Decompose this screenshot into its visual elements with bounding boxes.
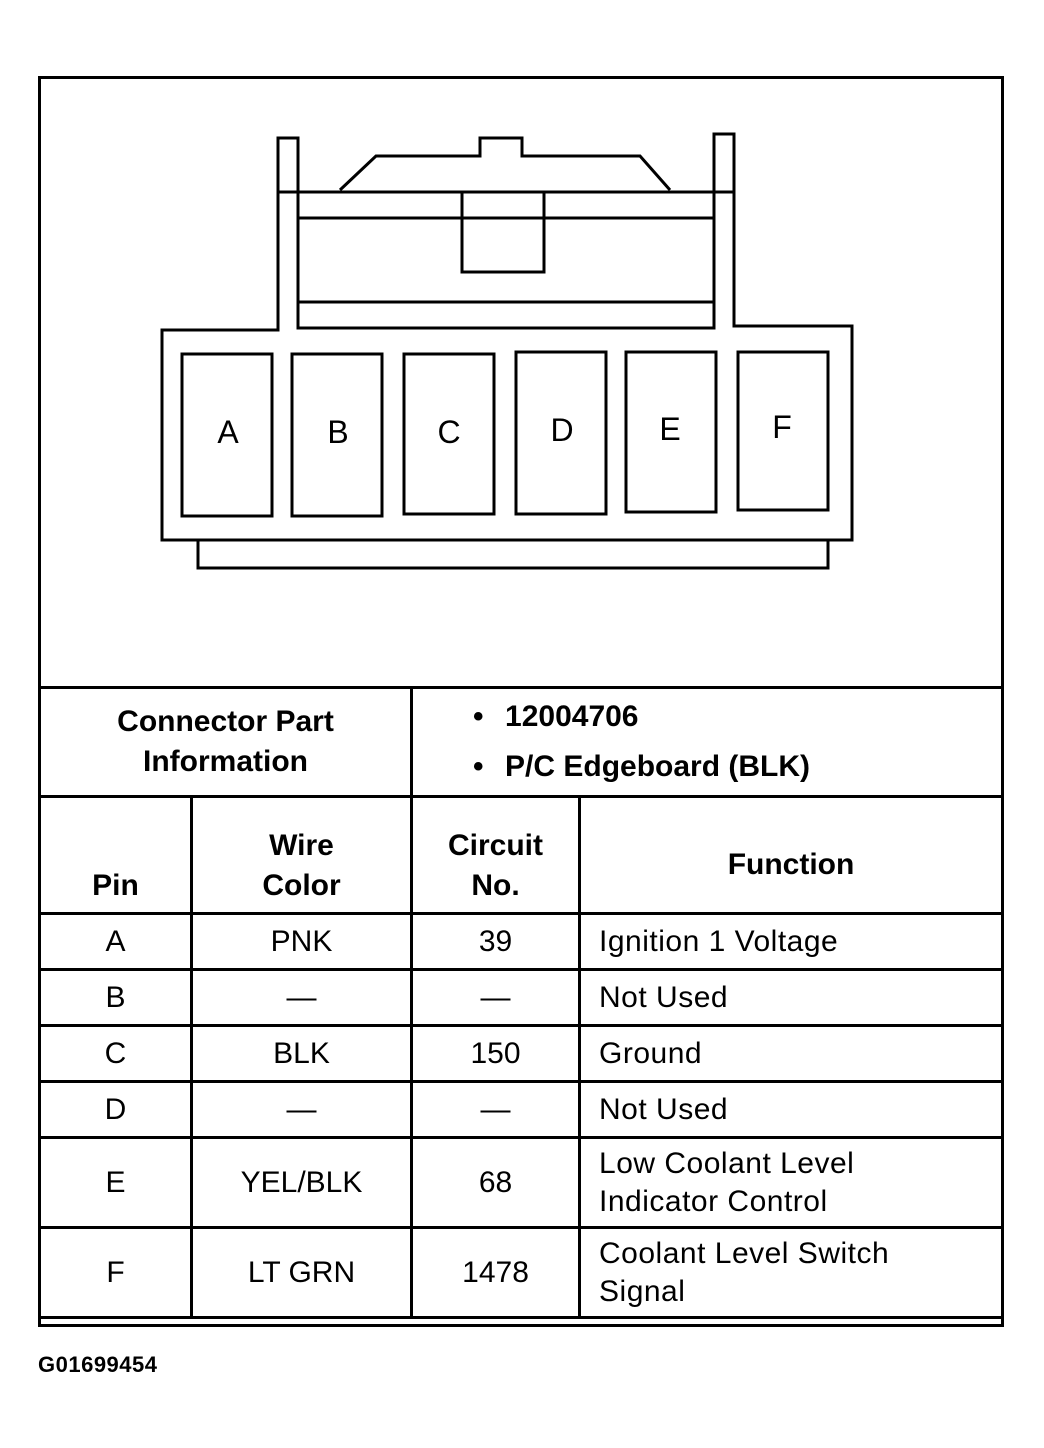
- pin-label-e: E: [659, 411, 680, 447]
- cell-function: Ground: [578, 1024, 1004, 1083]
- cell-wire-color: BLK: [189, 1024, 414, 1083]
- cell-function: Not Used: [578, 968, 1004, 1027]
- cell-function: Ignition 1 Voltage: [578, 912, 1004, 971]
- connector-info-table: Connector Part Information •12004706 •P/…: [37, 686, 1004, 1319]
- cell-wire-color: —: [189, 968, 414, 1027]
- cell-pin: D: [38, 1080, 193, 1139]
- cell-circuit: —: [410, 968, 582, 1027]
- table-header-row: Pin Wire Color Circuit No. Function: [38, 795, 1004, 915]
- table-row: C BLK 150 Ground: [38, 1024, 1004, 1083]
- table-row: E YEL/BLK 68 Low Coolant Level Indicator…: [38, 1136, 1004, 1229]
- part-info-row: Connector Part Information •12004706 •P/…: [37, 686, 1004, 798]
- header-circuit-no: Circuit No.: [410, 795, 582, 915]
- header-pin: Pin: [38, 795, 193, 915]
- table-row: B — — Not Used: [38, 968, 1004, 1027]
- table-row: A PNK 39 Ignition 1 Voltage: [38, 912, 1004, 971]
- cell-circuit: 68: [410, 1136, 582, 1229]
- pin-label-c: C: [437, 414, 460, 450]
- table-row: F LT GRN 1478 Coolant Level Switch Signa…: [38, 1226, 1004, 1319]
- cell-function: Low Coolant Level Indicator Control: [578, 1136, 1004, 1229]
- pin-label-a: A: [217, 414, 239, 450]
- cell-pin: C: [38, 1024, 193, 1083]
- pin-label-b: B: [327, 414, 348, 450]
- cell-circuit: 1478: [410, 1226, 582, 1319]
- part-description: •P/C Edgeboard (BLK): [473, 750, 811, 783]
- connector-lock-tab: [338, 136, 672, 192]
- cell-wire-color: LT GRN: [189, 1226, 414, 1319]
- cell-circuit: —: [410, 1080, 582, 1139]
- header-function: Function: [578, 795, 1004, 915]
- pin-label-d: D: [550, 412, 573, 448]
- cell-wire-color: YEL/BLK: [189, 1136, 414, 1229]
- cell-circuit: 39: [410, 912, 582, 971]
- connector-diagram: A B C D E F: [160, 132, 854, 570]
- cell-circuit: 150: [410, 1024, 582, 1083]
- header-wire-color: Wire Color: [189, 795, 414, 915]
- table-row: D — — Not Used: [38, 1080, 1004, 1139]
- figure-id: G01699454: [38, 1352, 158, 1377]
- cell-function: Not Used: [578, 1080, 1004, 1139]
- cell-function: Coolant Level Switch Signal: [578, 1226, 1004, 1319]
- pin-cavity-b: [290, 352, 384, 518]
- pin-cavity-a: [180, 352, 274, 518]
- cell-pin: E: [38, 1136, 193, 1229]
- pin-cavity-e: [624, 350, 718, 514]
- cell-pin: B: [38, 968, 193, 1027]
- cell-pin: A: [38, 912, 193, 971]
- pin-label-f: F: [772, 409, 792, 445]
- cell-wire-color: PNK: [189, 912, 414, 971]
- part-info-values: •12004706 •P/C Edgeboard (BLK): [410, 686, 1004, 798]
- part-number: •12004706: [473, 700, 639, 733]
- part-info-label: Connector Part Information: [37, 686, 414, 798]
- pin-cavity-d: [514, 350, 608, 516]
- pin-cavity-c: [402, 352, 496, 516]
- cell-pin: F: [38, 1226, 193, 1319]
- cell-wire-color: —: [189, 1080, 414, 1139]
- pin-cavity-f: [736, 350, 830, 512]
